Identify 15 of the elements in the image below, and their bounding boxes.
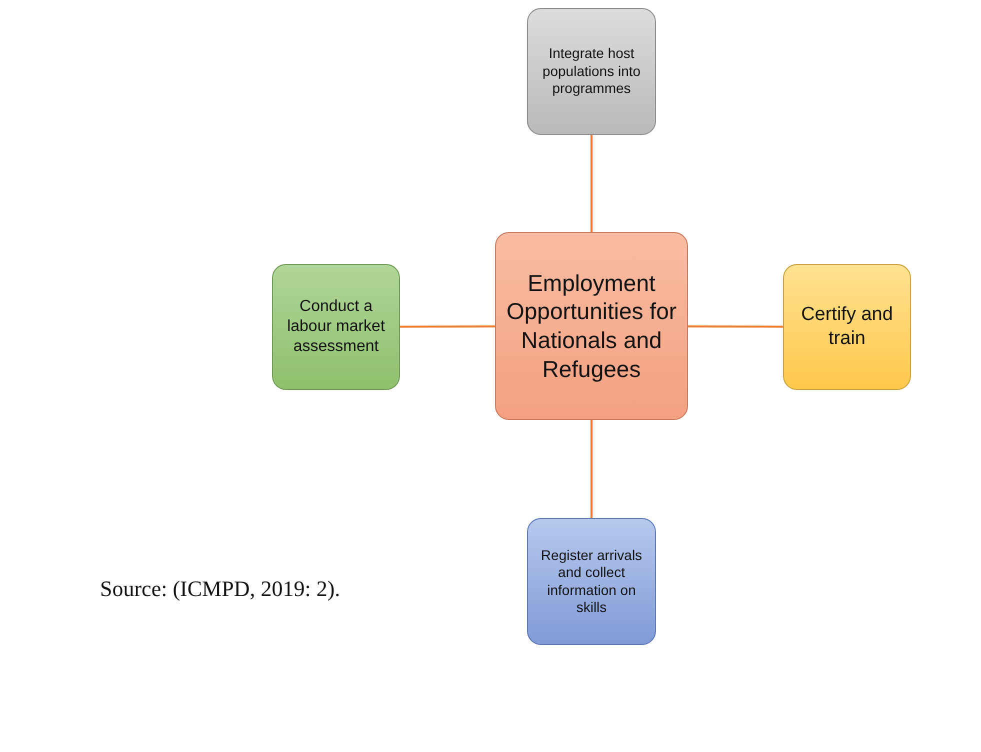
box-label: Conduct a labour market assessment <box>286 297 386 357</box>
box-label: Register arrivals and collect information on skills <box>540 546 644 616</box>
process-box <box>527 8 656 135</box>
box-label: Integrate host populations into programmes <box>541 45 642 98</box>
box-label: Employment Opportunities for Nationals and Refugees <box>505 268 678 384</box>
connector-line <box>400 325 495 328</box>
source-caption: Source: (ICMPD, 2019: 2). <box>100 576 340 602</box>
box-label: Certify and train <box>800 303 894 351</box>
connector-line <box>590 420 592 518</box>
process-box <box>783 264 911 390</box>
connector-line <box>688 325 783 328</box>
process-box <box>272 264 400 390</box>
process-box <box>527 518 656 645</box>
connector-line <box>590 135 592 232</box>
process-box <box>495 232 688 420</box>
